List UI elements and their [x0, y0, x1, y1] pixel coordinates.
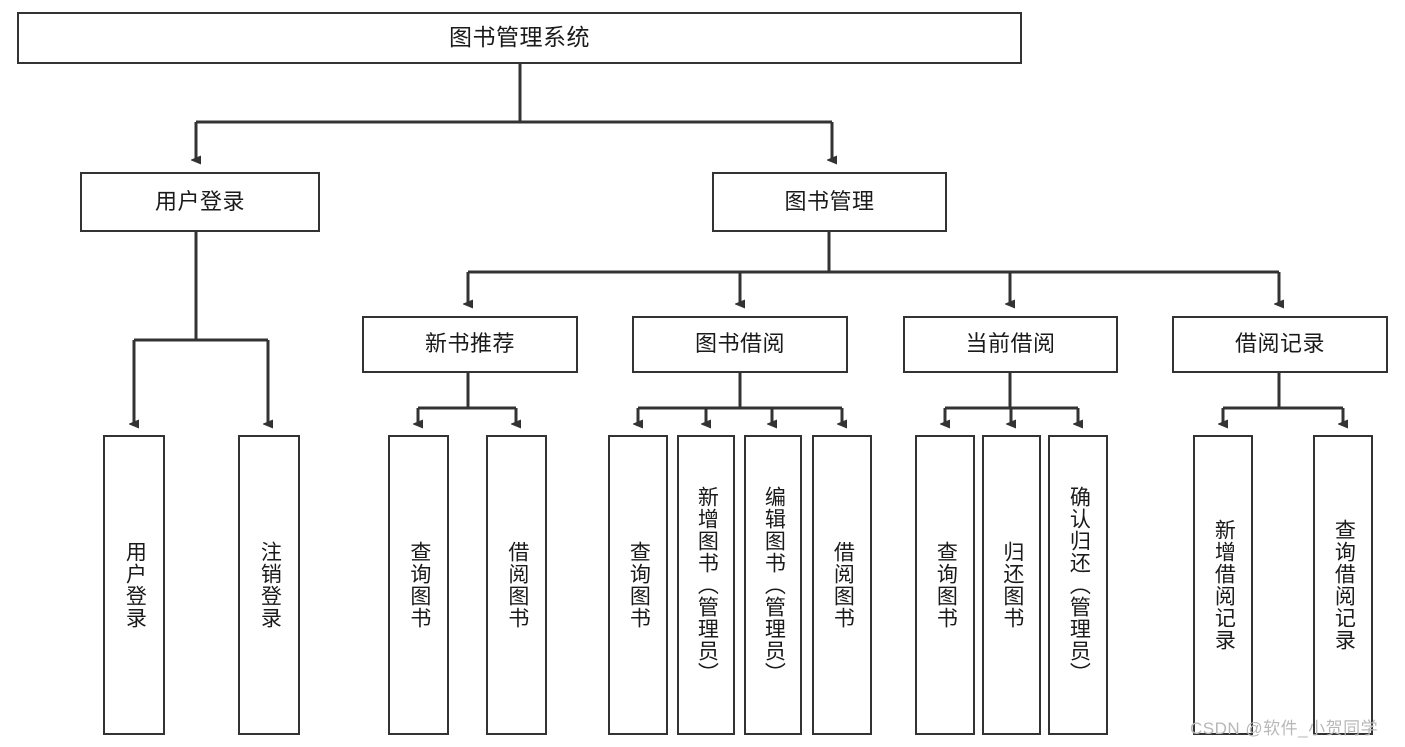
node-book-management-label: 图书管理	[784, 188, 875, 214]
leaf-borrow-record-add[interactable]: 新增借阅记录	[1193, 435, 1253, 735]
node-new-book-recommend[interactable]: 新书推荐	[362, 316, 578, 373]
leaf-borrow-record-add-label: 新增借阅记录	[1212, 519, 1236, 651]
leaf-current-borrow-query[interactable]: 查询图书	[915, 435, 975, 735]
node-new-book-recommend-label: 新书推荐	[424, 331, 515, 357]
node-book-management[interactable]: 图书管理	[712, 172, 947, 232]
node-user-login[interactable]: 用户登录	[80, 172, 320, 232]
leaf-book-borrow-edit[interactable]: 编辑图书（管理员）	[744, 435, 802, 735]
leaf-current-borrow-return[interactable]: 归还图书	[982, 435, 1041, 735]
leaf-current-borrow-return-label: 归还图书	[1000, 541, 1024, 629]
csdn-watermark: CSDN @软件_小贺同学	[1190, 714, 1378, 739]
leaf-user-login-signout-label: 注销登录	[258, 541, 282, 629]
leaf-new-book-borrow[interactable]: 借阅图书	[486, 435, 547, 735]
node-current-borrow[interactable]: 当前借阅	[903, 316, 1118, 373]
node-root-system-label: 图书管理系统	[449, 24, 590, 51]
leaf-current-borrow-confirm-return[interactable]: 确认归还（管理员）	[1048, 435, 1108, 735]
leaf-book-borrow-query[interactable]: 查询图书	[608, 435, 668, 735]
leaf-book-borrow-query-label: 查询图书	[627, 541, 651, 629]
leaf-current-borrow-query-label: 查询图书	[934, 541, 958, 629]
leaf-new-book-query[interactable]: 查询图书	[388, 435, 449, 735]
leaf-user-login-signin[interactable]: 用户登录	[103, 435, 165, 735]
leaf-new-book-borrow-label: 借阅图书	[505, 541, 529, 629]
node-book-borrow[interactable]: 图书借阅	[632, 316, 848, 373]
node-borrow-record-label: 借阅记录	[1234, 331, 1325, 357]
leaf-current-borrow-confirm-return-label: 确认归还（管理员）	[1067, 486, 1091, 684]
node-borrow-record[interactable]: 借阅记录	[1172, 316, 1388, 373]
node-book-borrow-label: 图书借阅	[694, 331, 785, 357]
leaf-new-book-query-label: 查询图书	[407, 541, 431, 629]
node-user-login-label: 用户登录	[154, 188, 245, 214]
leaf-book-borrow-add-label: 新增图书（管理员）	[695, 486, 719, 684]
leaf-user-login-signout[interactable]: 注销登录	[238, 435, 300, 735]
leaf-book-borrow-add[interactable]: 新增图书（管理员）	[677, 435, 735, 735]
leaf-borrow-record-query-label: 查询借阅记录	[1332, 519, 1356, 651]
node-current-borrow-label: 当前借阅	[965, 331, 1056, 357]
csdn-watermark-text: CSDN @软件_小贺同学	[1190, 719, 1379, 738]
node-root-system[interactable]: 图书管理系统	[17, 12, 1022, 64]
leaf-borrow-record-query[interactable]: 查询借阅记录	[1313, 435, 1373, 735]
leaf-book-borrow-borrow-label: 借阅图书	[831, 541, 855, 629]
leaf-book-borrow-borrow[interactable]: 借阅图书	[812, 435, 872, 735]
leaf-book-borrow-edit-label: 编辑图书（管理员）	[762, 486, 786, 684]
leaf-user-login-signin-label: 用户登录	[123, 541, 147, 629]
